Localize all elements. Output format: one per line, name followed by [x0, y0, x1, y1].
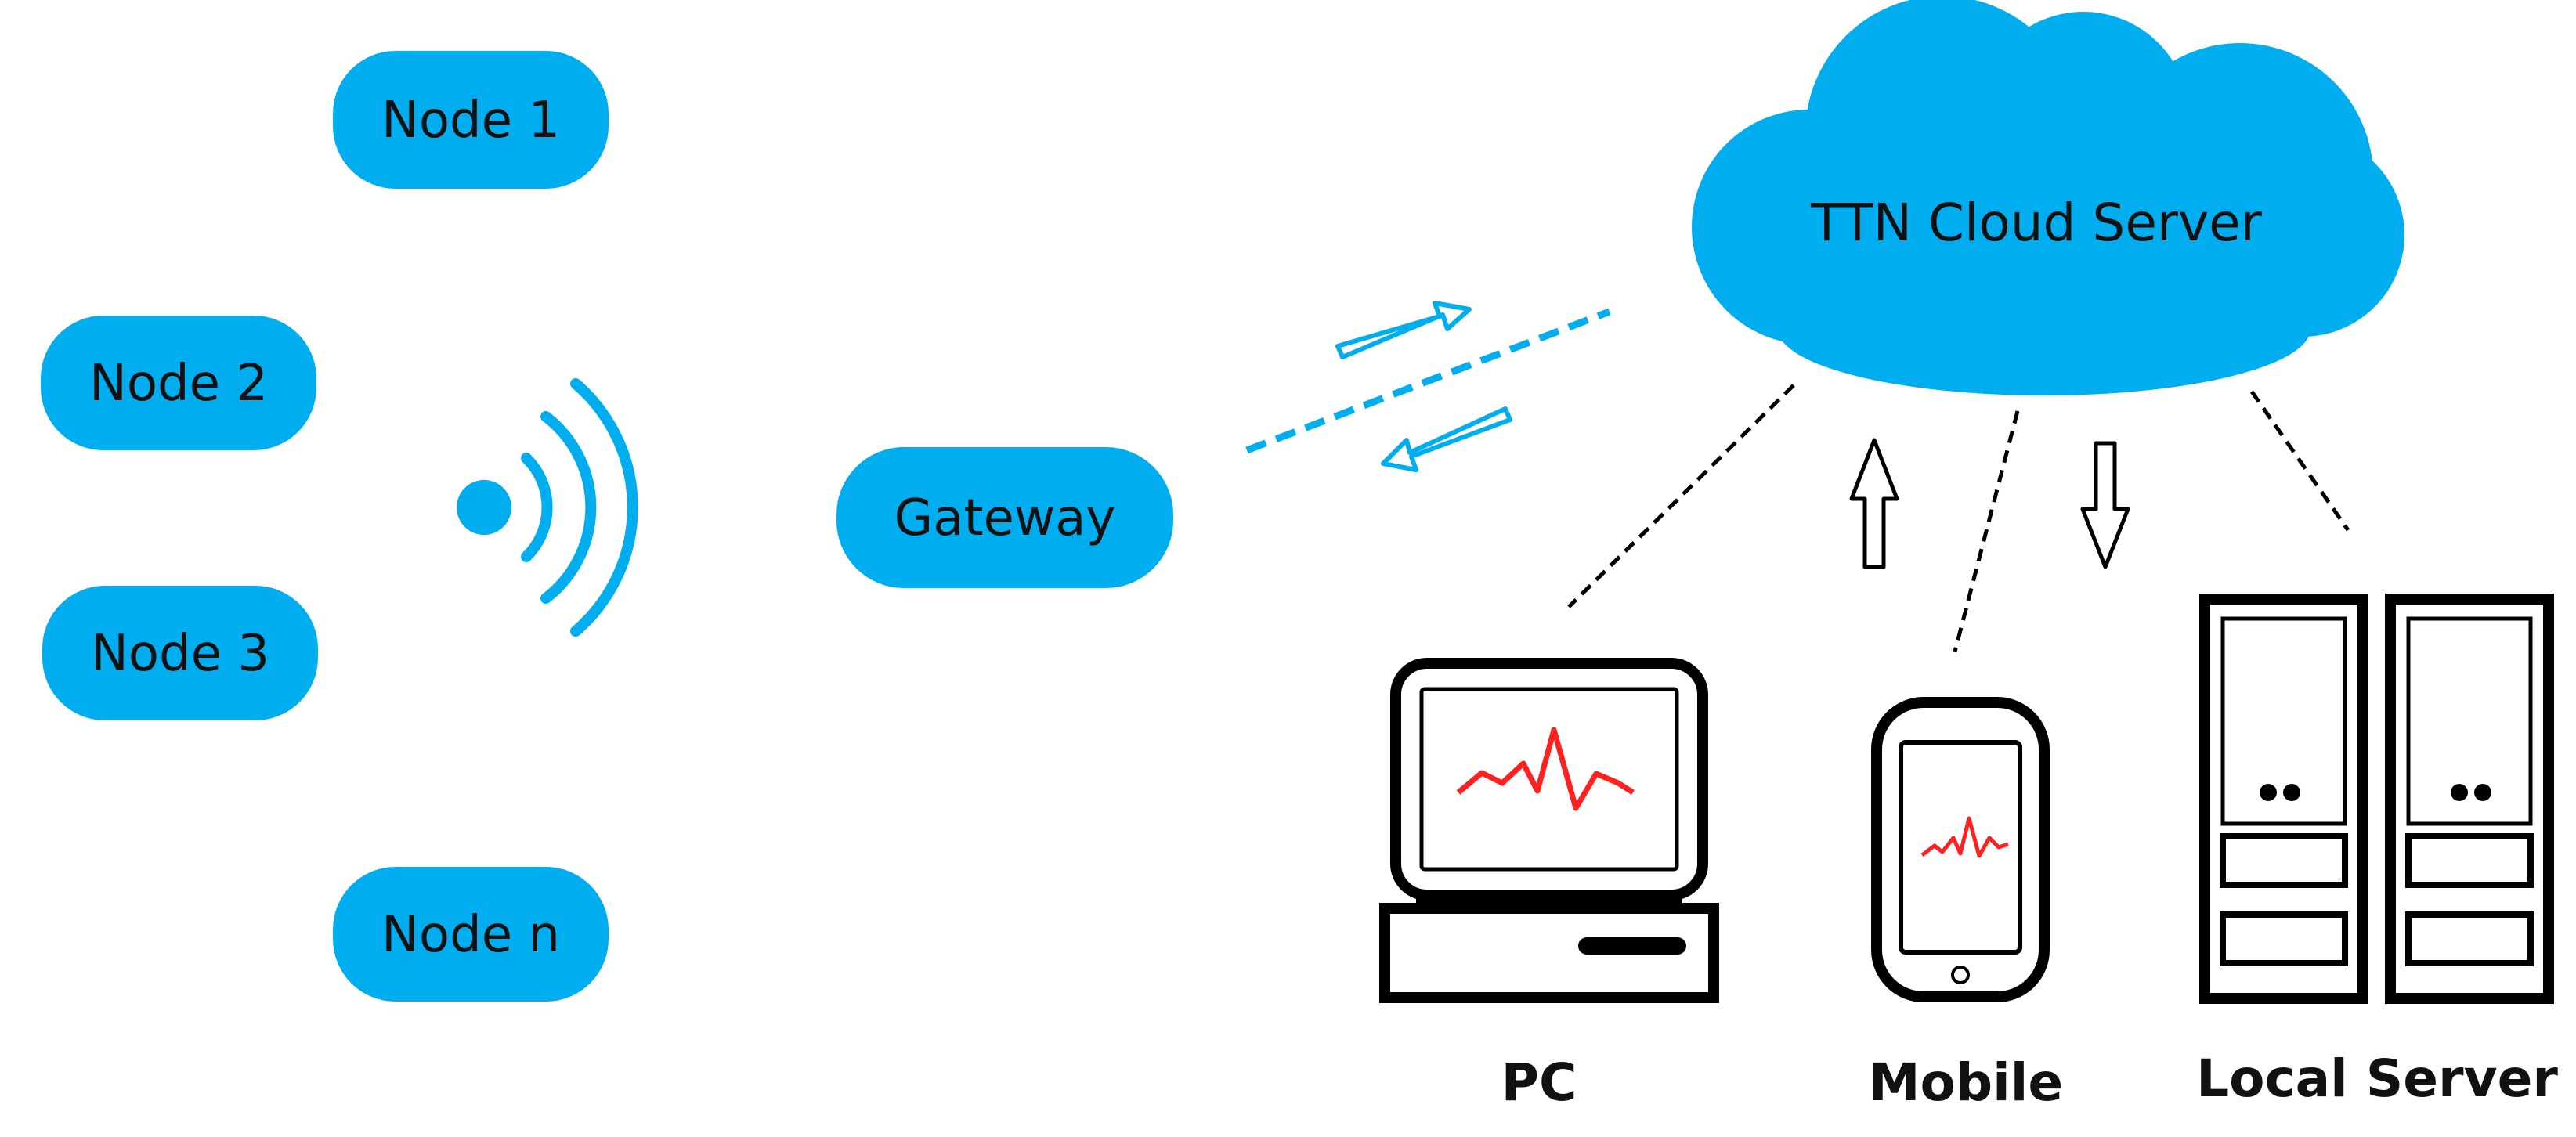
cloud-device-links — [1567, 384, 2350, 652]
gateway: Gateway — [836, 447, 1173, 588]
uplink-arrow-icon — [1335, 301, 1472, 359]
node-1: Node 1 — [333, 51, 609, 189]
downlink-arrow-icon — [1381, 406, 1512, 472]
gateway-label: Gateway — [894, 489, 1116, 547]
node-2-label: Node 2 — [89, 355, 268, 413]
mobile-phone-icon — [1871, 697, 2050, 1002]
node-3: Node 3 — [42, 586, 318, 720]
arrow-up-icon — [1849, 438, 1899, 569]
cloud-label: TTN Cloud Server — [1810, 193, 2263, 253]
local-server-label: Local Server — [2196, 1049, 2558, 1109]
cloud-icon — [1692, 0, 2404, 395]
gateway-cloud-link — [1245, 308, 1611, 454]
server-icon — [2199, 594, 2554, 1004]
pc-icon — [1379, 658, 1719, 1003]
mobile-label: Mobile — [1869, 1052, 2063, 1113]
arrow-down-icon — [2080, 441, 2130, 569]
node-n: Node n — [333, 867, 609, 1002]
pc-label: PC — [1501, 1052, 1577, 1113]
node-2: Node 2 — [41, 316, 316, 450]
wireless-signal-icon — [457, 378, 638, 637]
node-3-label: Node 3 — [91, 625, 269, 683]
node-n-label: Node n — [381, 906, 560, 964]
node-1-label: Node 1 — [381, 92, 560, 150]
